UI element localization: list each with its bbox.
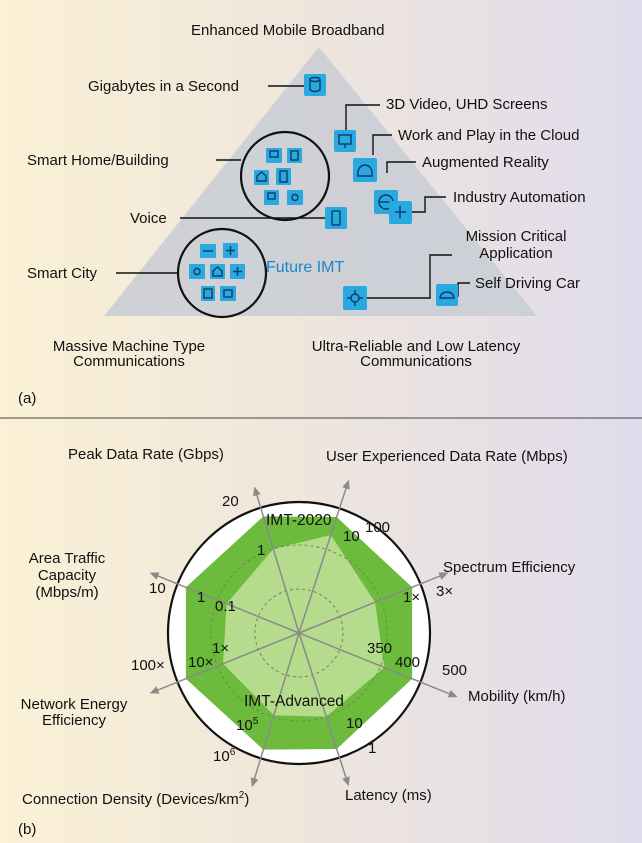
radar-axis-1: [298, 479, 350, 634]
peak-rate-axis-label: Peak Data Rate (Gbps): [68, 446, 224, 463]
radar-axis-3: [298, 632, 458, 698]
smart-home-circle: [239, 130, 331, 222]
radar-axis-5: [250, 632, 300, 787]
gigabytes-label: Gigabytes in a Second: [88, 78, 239, 95]
latency-axis-label: Latency (ms): [345, 787, 432, 804]
energy-axis-label: Network Energy Efficiency: [20, 696, 128, 729]
industry-label: Industry Automation: [453, 189, 586, 206]
tick-energy-inner2: 1×: [212, 640, 230, 657]
urllc-label: Ultra-Reliable and Low Latency Communica…: [311, 338, 521, 370]
radar-axis-2: [298, 572, 449, 634]
tick-lat-inner: 10: [346, 715, 363, 732]
imt-advanced-area: [222, 535, 385, 717]
cloud-label: Work and Play in the Cloud: [398, 127, 580, 144]
radar-axis-4: [298, 632, 350, 787]
tick-user-outer: 100: [365, 519, 391, 536]
tick-lat-outer: 1: [368, 740, 377, 757]
uhd-screen-icon: [334, 130, 356, 152]
user-rate-axis-label: User Experienced Data Rate (Mbps): [326, 448, 568, 465]
radar-axis-6: [149, 632, 300, 694]
car-icon: [436, 284, 458, 306]
density-axis-label: Connection Density (Devices/km2): [22, 790, 250, 808]
tick-area-inner2: 0.1: [215, 598, 236, 615]
radar-chart: [149, 479, 458, 787]
ar-label: Augmented Reality: [422, 154, 549, 171]
video-label: 3D Video, UHD Screens: [386, 96, 548, 113]
imt2020-label: IMT-2020: [266, 512, 332, 529]
tick-mob-outer: 500: [442, 662, 468, 679]
gamepad-icon: [353, 158, 377, 182]
tick-area-inner1: 1: [197, 589, 206, 606]
tick-spec-inner: 1×: [403, 589, 421, 606]
grid-ring-outer: [210, 544, 388, 722]
voice-label: Voice: [130, 210, 167, 227]
tick-area-outer: 10: [149, 580, 166, 597]
tick-spec-outer: 3×: [436, 583, 454, 600]
imt-advanced-label: IMT-Advanced: [244, 693, 344, 710]
tick-user-inner: 10: [343, 528, 360, 545]
embb-title: Enhanced Mobile Broadband: [191, 22, 385, 39]
area-traffic-axis-label: Area Traffic Capacity (Mbps/m): [28, 550, 106, 601]
radar-axis-7: [149, 572, 300, 634]
spectrum-axis-label: Spectrum Efficiency: [443, 559, 576, 576]
car-label: Self Driving Car: [475, 275, 581, 292]
tick-peak-outer: 20: [222, 493, 239, 510]
grid-ring-inner: [254, 588, 344, 678]
tick-mob-inner2: 350: [367, 640, 393, 657]
mmtc-label: Massive Machine Type Communications: [52, 338, 206, 370]
database-icon: [304, 74, 326, 96]
panel-a-label: (a): [18, 390, 37, 407]
smart-city-icons: [189, 243, 245, 301]
mobility-axis-label: Mobility (km/h): [468, 688, 566, 705]
mission-critical-icon: [343, 286, 367, 310]
smartphone-icon: [325, 207, 347, 229]
panel-b-label: (b): [18, 821, 37, 838]
smart-home-label: Smart Home/Building: [27, 152, 169, 169]
tick-dens-inner: 105: [236, 716, 259, 734]
tick-mob-inner1: 400: [395, 654, 421, 671]
tick-energy-inner1: 10×: [188, 654, 214, 671]
smart-home-icons: [254, 148, 303, 205]
radar-axis-0: [253, 486, 300, 634]
tick-peak-inner: 1: [257, 542, 266, 559]
tick-dens-outer: 106: [213, 747, 236, 765]
tick-energy-outer: 100×: [131, 657, 165, 674]
future-imt-label: Future IMT: [266, 259, 345, 276]
industry-automation-icon: [389, 201, 412, 224]
mission-label: Mission Critical Application: [465, 228, 567, 262]
smart-city-label: Smart City: [27, 265, 98, 282]
